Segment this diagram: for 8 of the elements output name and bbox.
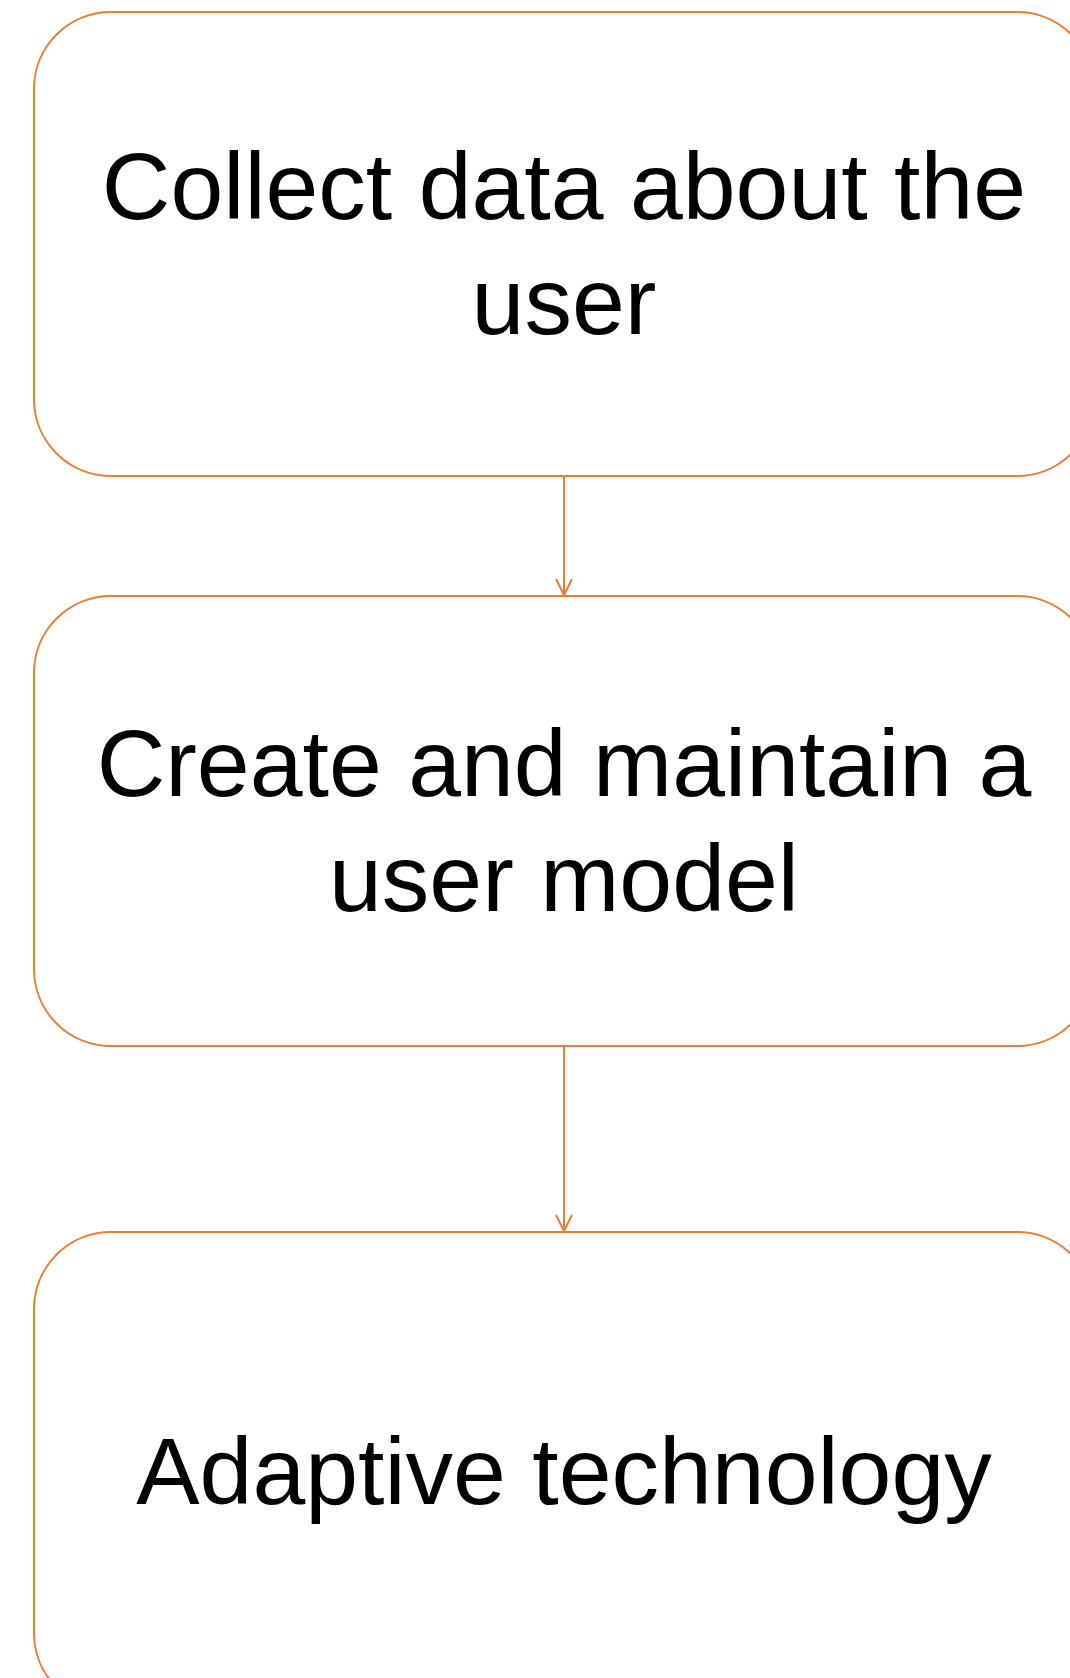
process-box: [33, 11, 1070, 477]
box-text: Collect data about the user: [100, 132, 1028, 356]
arrow: [555, 1046, 573, 1232]
process-box: [33, 1231, 1070, 1678]
process-box: [33, 595, 1070, 1047]
box-text: Adaptive technology: [135, 1416, 993, 1526]
box-text: Create and maintain a user model: [95, 709, 1033, 933]
arrow: [555, 476, 573, 596]
